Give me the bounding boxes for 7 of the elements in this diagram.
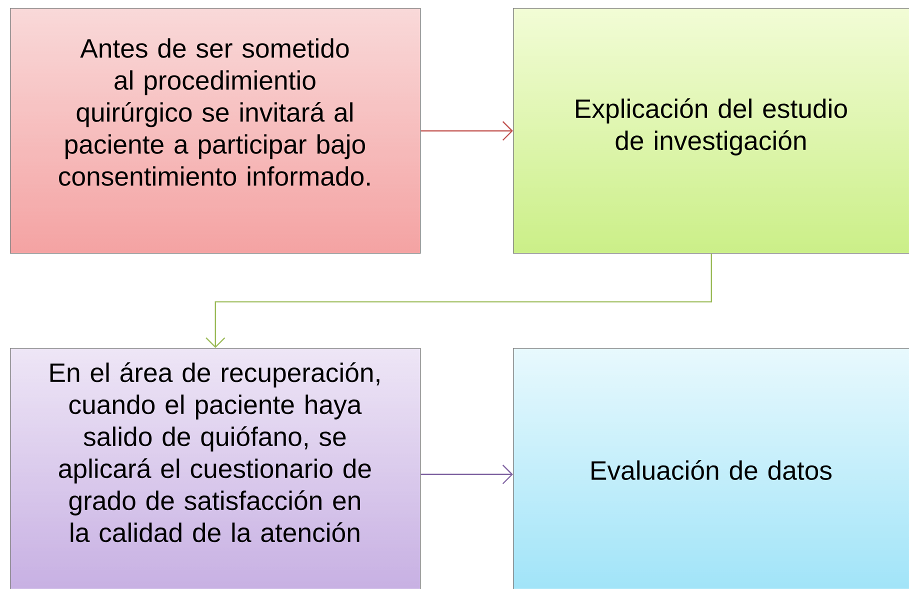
process-box: Antes de ser sometido al procedimientio quirúrgico se invitará al paciente a participar bajo consentimiento informado. bbox=[10, 8, 421, 254]
arrow bbox=[420, 464, 513, 484]
process-box: Evaluación de datos bbox=[513, 348, 909, 589]
arrow bbox=[420, 121, 513, 141]
process-box: En el área de recuperación, cuando el paciente haya salido de quiófano, se aplicará el cuestionario de grado de satisfacción en la calidad de la atención bbox=[10, 348, 421, 589]
arrow bbox=[206, 254, 712, 348]
process-box: Explicación del estudio de investigación bbox=[513, 8, 909, 254]
